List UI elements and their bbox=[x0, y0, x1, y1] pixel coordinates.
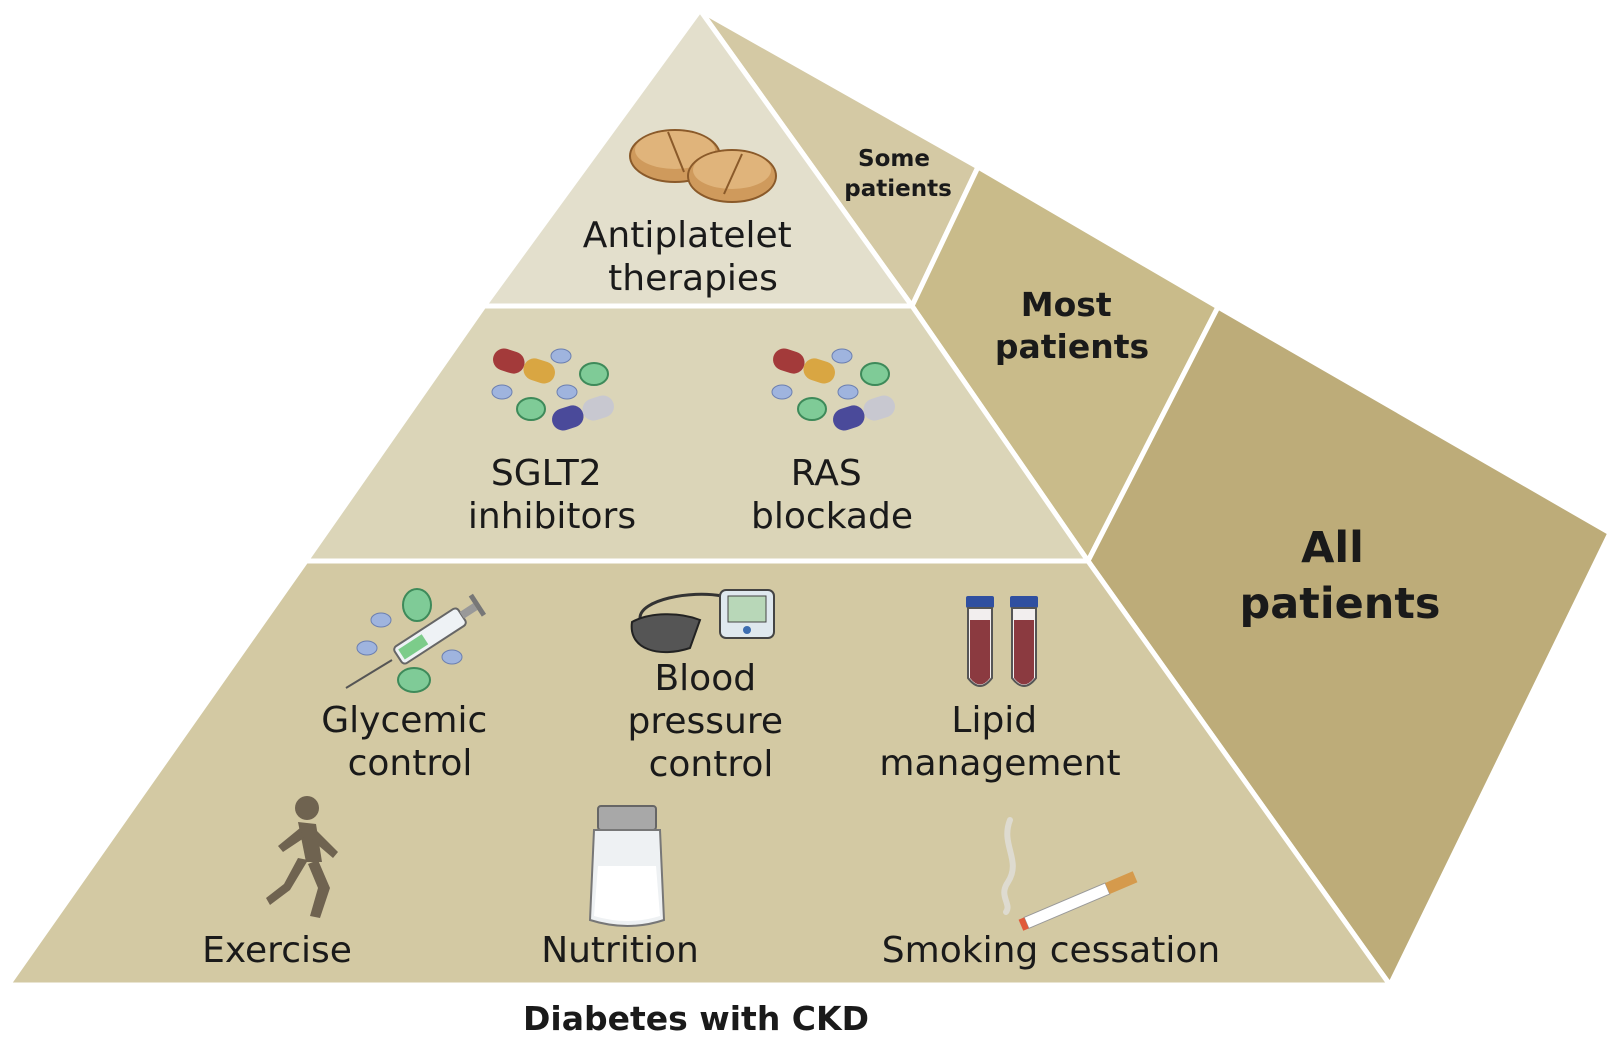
cigarette-icon bbox=[1001, 817, 1138, 931]
label-sglt2: SGLT2 inhibitors bbox=[468, 453, 636, 537]
label-blood-pressure: Blood pressure control bbox=[628, 658, 795, 785]
tablets-icon bbox=[629, 129, 777, 203]
blood-tubes-icon bbox=[966, 596, 1038, 687]
syringe-icon bbox=[345, 588, 487, 693]
label-some-patients: Some patients bbox=[844, 146, 952, 202]
label-most-patients: Most patients bbox=[995, 285, 1149, 366]
label-nutrition: Nutrition bbox=[541, 930, 699, 971]
label-glycemic: Glycemic control bbox=[321, 700, 498, 784]
tier-bottom bbox=[3, 558, 1395, 988]
salt-shaker-icon bbox=[588, 805, 666, 927]
label-exercise: Exercise bbox=[202, 930, 352, 971]
runner-icon bbox=[266, 796, 338, 918]
label-lipid: Lipid management bbox=[879, 700, 1120, 784]
diagram-caption: Diabetes with CKD bbox=[523, 999, 869, 1038]
label-all-patients: All patients bbox=[1239, 523, 1440, 629]
pills-icon bbox=[771, 348, 895, 431]
blood-pressure-monitor-icon bbox=[630, 589, 775, 654]
label-ras: RAS blockade bbox=[751, 453, 913, 537]
label-antiplatelet: Antiplatelet therapies bbox=[583, 215, 803, 299]
pills-icon bbox=[491, 348, 614, 431]
label-smoking: Smoking cessation bbox=[882, 930, 1220, 971]
